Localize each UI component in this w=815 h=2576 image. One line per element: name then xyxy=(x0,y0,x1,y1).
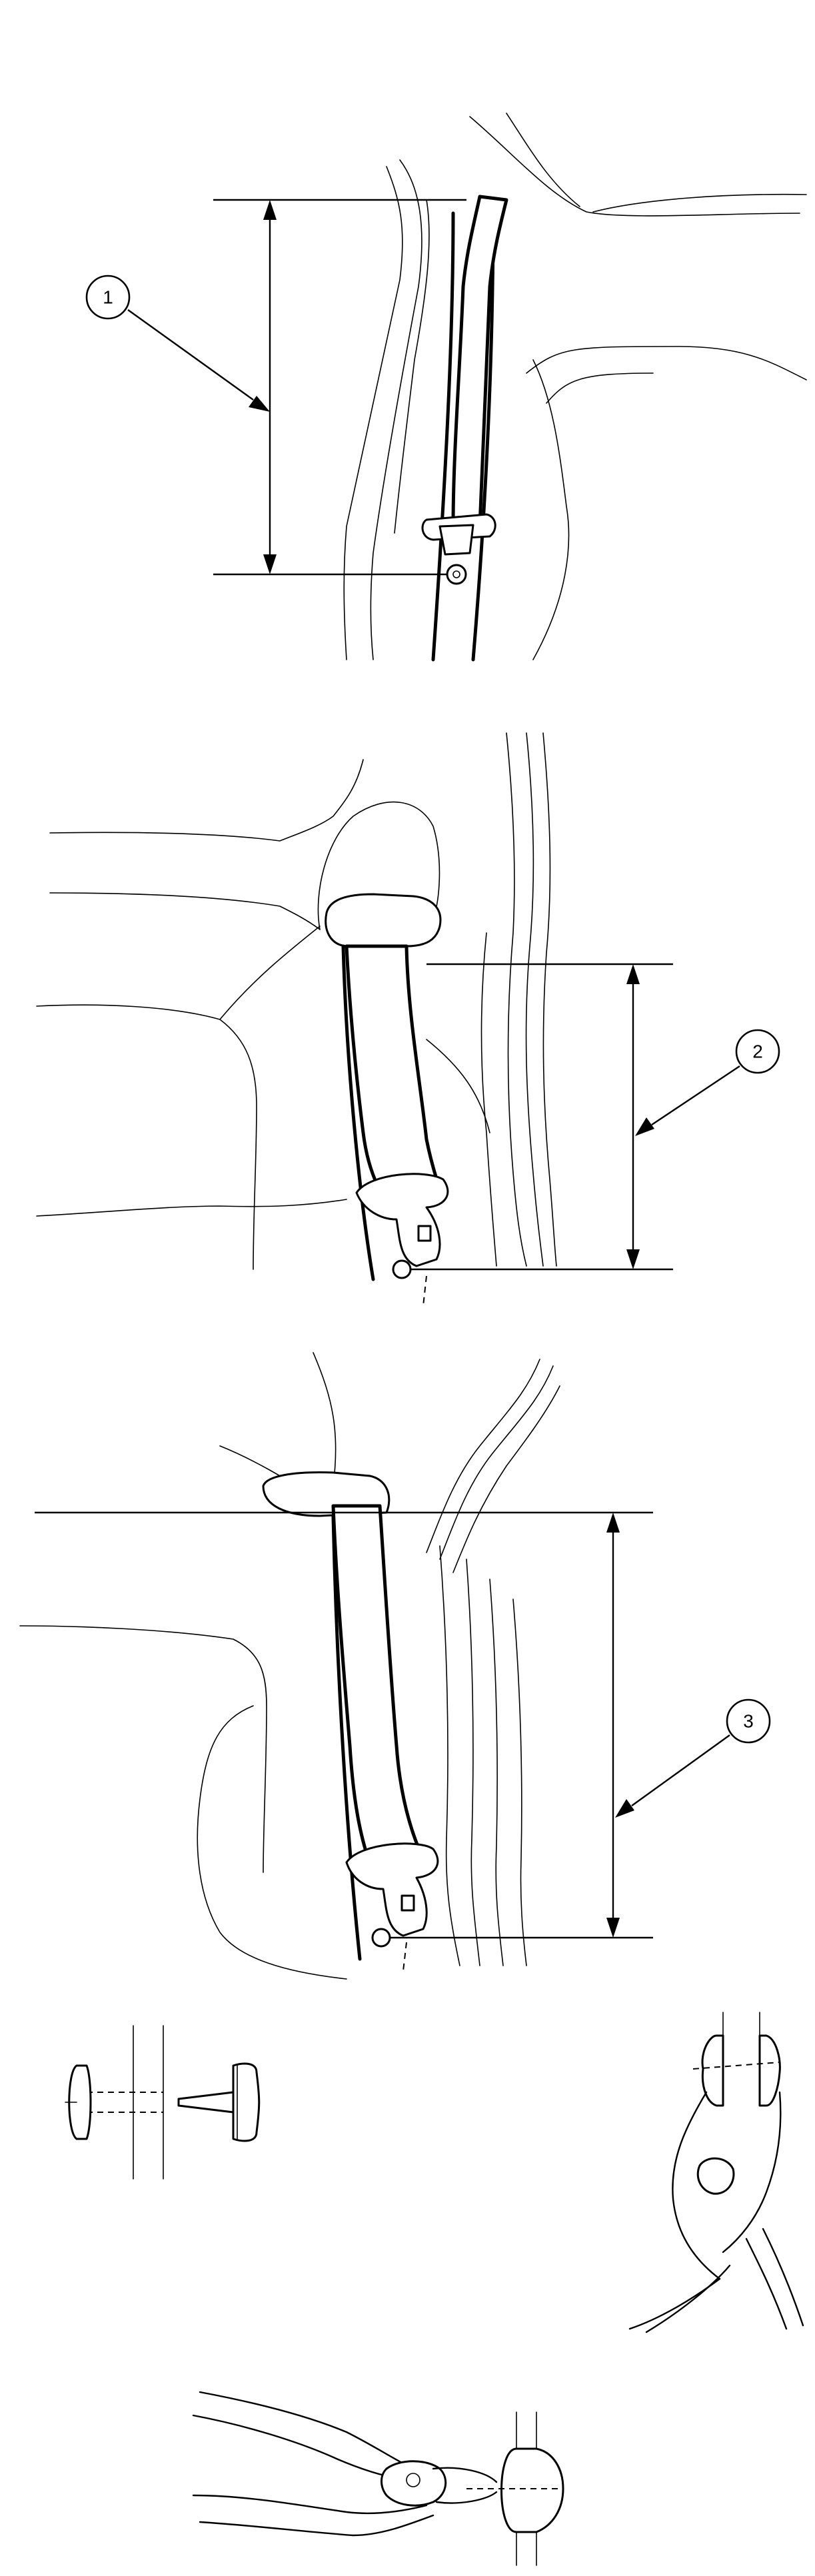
seat-bottom-line xyxy=(36,1199,347,1217)
c-pillar-trim-4 xyxy=(480,932,497,1267)
pliers-6-pivot xyxy=(381,2460,447,2507)
seat-line-3b xyxy=(197,1705,347,1980)
pliers-6-handle-lower-b xyxy=(199,2514,434,2537)
pliers-6-handle-upper xyxy=(199,2391,414,2470)
dimension-3-arrow-bottom xyxy=(606,1918,620,1938)
trim-line-3d xyxy=(512,1599,527,1966)
c-pillar-trim-2 xyxy=(525,732,544,1267)
seat-upper-line xyxy=(49,892,321,930)
window-frame-line xyxy=(526,346,807,380)
callout-2-circle xyxy=(735,1029,780,1074)
rear-glass-line-1 xyxy=(426,1359,540,1553)
belt-anchor-plate-2 xyxy=(355,1173,449,1267)
c-pillar-step xyxy=(426,1039,490,1133)
rear-pillar-outline-top xyxy=(313,1352,337,1487)
roof-line-1 xyxy=(469,116,800,217)
pliers-5-pivot xyxy=(696,2157,735,2195)
panel-3-rear-pillar-view: 3 xyxy=(19,1352,771,1980)
headrest-outline xyxy=(317,801,440,930)
bracket-clip xyxy=(438,524,474,556)
callout-1-leader xyxy=(127,309,254,400)
anchor-slot-2 xyxy=(417,1225,432,1242)
rear-glass-line-2 xyxy=(439,1365,554,1560)
pin-axis-5 xyxy=(692,2062,780,2070)
callout-2-leader-arrow xyxy=(635,1117,654,1136)
anchor-bolt-2 xyxy=(392,1259,412,1279)
callout-2-leader xyxy=(651,1065,740,1125)
roof-line-3 xyxy=(592,193,807,213)
push-pin-right-head xyxy=(232,2062,261,2142)
pin-head-5-right xyxy=(758,2034,781,2107)
pillar-edge-left xyxy=(431,211,455,662)
pillar-trim-left-1 xyxy=(343,166,403,660)
callout-1-circle xyxy=(85,275,131,320)
callout-3-leader-arrow xyxy=(615,1799,634,1818)
bolt-axis-2 xyxy=(422,1275,427,1307)
trim-line-3b xyxy=(466,1559,480,1966)
pliers-5-handle-left xyxy=(628,2277,721,2330)
pliers-5-jaw-left xyxy=(672,2091,721,2280)
pliers-6-handle-upper-b xyxy=(192,2414,401,2480)
callout-1-label: 1 xyxy=(103,287,113,308)
seat-top-line xyxy=(49,759,364,842)
belt-webbing-1 xyxy=(451,195,508,528)
push-pin-left-head xyxy=(68,2064,92,2140)
pliers-6-handle-lower xyxy=(192,2494,428,2515)
pillar-trim-left-2 xyxy=(370,159,422,660)
pillar-trim-left-3 xyxy=(394,199,430,534)
belt-anchor-plate-3 xyxy=(345,1842,439,1937)
seat-line-3a xyxy=(19,1625,267,1873)
pliers-6-jaw-upper xyxy=(432,2467,498,2483)
pliers-5-handle-right-b xyxy=(762,2228,804,2327)
panel-6-pliers-removal-horizontal xyxy=(192,2391,564,2566)
pliers-5-jaw-right xyxy=(722,2091,782,2254)
callout-2-label: 2 xyxy=(752,1041,763,1062)
pillar-edge-2 xyxy=(341,944,375,1281)
trim-line-3a xyxy=(439,1545,460,1966)
pillar-trim-right-1 xyxy=(532,359,570,660)
panel-5-pliers-removal-vertical xyxy=(628,2012,804,2333)
callout-3-label: 3 xyxy=(743,1711,754,1732)
dimension-2-arrow-top xyxy=(626,964,640,984)
push-pin-shaft xyxy=(177,2091,235,2114)
upper-belt-guide xyxy=(325,893,442,948)
seat-back-line xyxy=(36,1004,257,1270)
pliers-5-handle-right xyxy=(745,2238,788,2330)
dimension-2-arrow-bottom xyxy=(626,1249,640,1269)
pillar-edge-3 xyxy=(331,1514,362,1961)
window-frame-line-2 xyxy=(546,372,654,404)
roof-line-2 xyxy=(506,113,580,207)
dimension-3-arrow-top xyxy=(606,1513,620,1533)
bolt-axis-3 xyxy=(403,1942,407,1972)
dimension-1-arrow-bottom xyxy=(263,554,277,574)
trim-line-3c xyxy=(489,1579,504,1966)
seat-curve-line xyxy=(219,926,321,1020)
callout-1-leader-arrow xyxy=(249,396,270,412)
c-pillar-trim-1 xyxy=(506,732,527,1267)
rear-glass-line-3 xyxy=(452,1385,560,1573)
anchor-bolt-1-inner xyxy=(452,570,460,578)
belt-webbing-2 xyxy=(345,944,442,1198)
pliers-6-pivot-bolt xyxy=(406,2473,420,2487)
dimension-1-arrow-top xyxy=(263,200,277,220)
callout-3-circle xyxy=(726,1698,771,1744)
panel-2-c-pillar-view: 2 xyxy=(36,732,780,1307)
panel-1-b-pillar-view: 1 xyxy=(85,113,807,662)
pliers-5-handle-left-b xyxy=(645,2264,731,2333)
pliers-6-jaw-lower xyxy=(435,2491,498,2504)
c-pillar-trim-3 xyxy=(542,732,557,1267)
callout-3-leader xyxy=(631,1734,730,1806)
anchor-bolt-3 xyxy=(371,1928,391,1948)
panel-4-push-pin-detail xyxy=(65,2025,261,2180)
pin-head-6 xyxy=(500,2447,564,2533)
anchor-bolt-1 xyxy=(446,564,467,585)
anchor-slot-3 xyxy=(401,1894,415,1912)
pin-head-5-left xyxy=(701,2034,724,2107)
